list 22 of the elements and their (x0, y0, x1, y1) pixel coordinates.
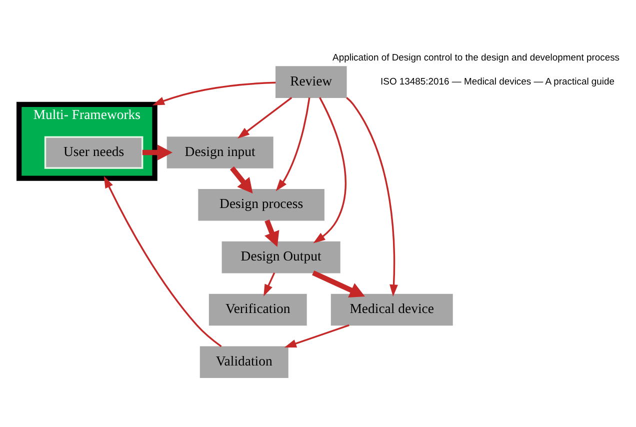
node-box: Design process (198, 189, 324, 221)
arrow (104, 176, 222, 348)
arrow (312, 270, 365, 298)
arrow (346, 97, 398, 297)
arrow (230, 166, 253, 194)
arrow (284, 324, 350, 348)
node-box: User needs (44, 136, 144, 169)
arrow (238, 96, 292, 138)
arrow (313, 97, 346, 244)
arrow (276, 98, 310, 192)
node-box: Design input (166, 136, 274, 168)
node-box: Medical device (330, 294, 453, 326)
arrow (152, 82, 276, 106)
node-box: Review (275, 66, 347, 98)
node-box: Validation (200, 346, 288, 378)
label: ISO 13485:2016 — Medical devices — A practical guide (380, 76, 615, 88)
arrow (264, 272, 276, 296)
node-box: Design Output (222, 241, 340, 274)
arrow (264, 220, 280, 247)
diagram-title: Application of Design control to the design and development process (332, 52, 620, 64)
node-box: Verification (208, 294, 307, 326)
arrow (142, 144, 173, 160)
